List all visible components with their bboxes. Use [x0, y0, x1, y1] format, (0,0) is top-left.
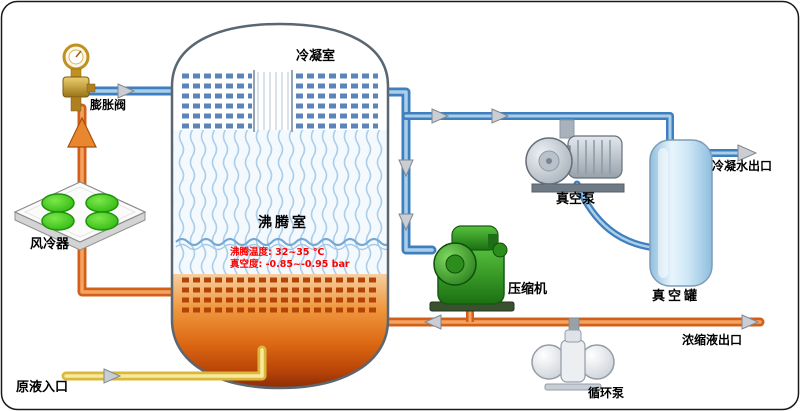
label-condensate-outlet: 冷凝水出口 [712, 159, 773, 173]
label-raw-liquid-inlet: 原液入口 [16, 380, 69, 395]
air-cooler [13, 181, 147, 251]
label-vacuum-tank: 真空罐 [652, 289, 701, 304]
hot-liquid-zone [172, 274, 388, 388]
pipe-hot-vessel-to-valve [77, 103, 185, 297]
condenser-center-channel [253, 70, 293, 132]
pipe-vacuum-pump-to-tank [573, 180, 660, 252]
water-surface-wave [175, 237, 388, 247]
label-compressor: 压缩机 [508, 282, 548, 297]
boiling-waves [172, 130, 388, 276]
flow-arrow-right [117, 83, 136, 99]
air-cooler-fans [41, 193, 119, 231]
pipe-feed-inlet [61, 345, 267, 381]
condenser-tube-bank [182, 73, 378, 129]
flow-arrow-left [423, 314, 442, 330]
flow-arrow-right [737, 144, 758, 162]
label-boiling-chamber: 沸腾室 [258, 215, 309, 231]
label-circulation-pump: 循环泵 [588, 386, 625, 400]
flow-arrow-right [741, 314, 760, 330]
label-vacuum-pump: 真空泵 [556, 192, 596, 207]
label-boiling-temp: 沸腾温度: 32~35 ℃ [230, 247, 325, 258]
compressor [429, 225, 515, 312]
expansion-valve [62, 43, 96, 112]
flow-arrow-right [431, 108, 450, 124]
flow-arrow-down [398, 213, 414, 232]
vacuum-tank [649, 139, 713, 287]
evaporator-vessel [170, 22, 390, 390]
vacuum-pump [525, 119, 625, 193]
flow-arrow-right [103, 368, 122, 384]
circulation-pump [531, 317, 615, 391]
flow-arrow-right [491, 108, 510, 124]
label-condensation-chamber: 冷凝室 [296, 49, 336, 64]
flow-arrow-down [398, 159, 414, 178]
label-vacuum-degree: 真空度: -0.85~-0.95 bar [230, 259, 350, 270]
label-expansion-valve: 膨胀阀 [90, 98, 127, 112]
label-concentrate-outlet: 浓缩液出口 [682, 333, 743, 347]
flow-arrow-up-hot [67, 116, 97, 148]
flow-arrows [67, 83, 760, 384]
label-air-cooler: 风冷器 [30, 237, 70, 252]
